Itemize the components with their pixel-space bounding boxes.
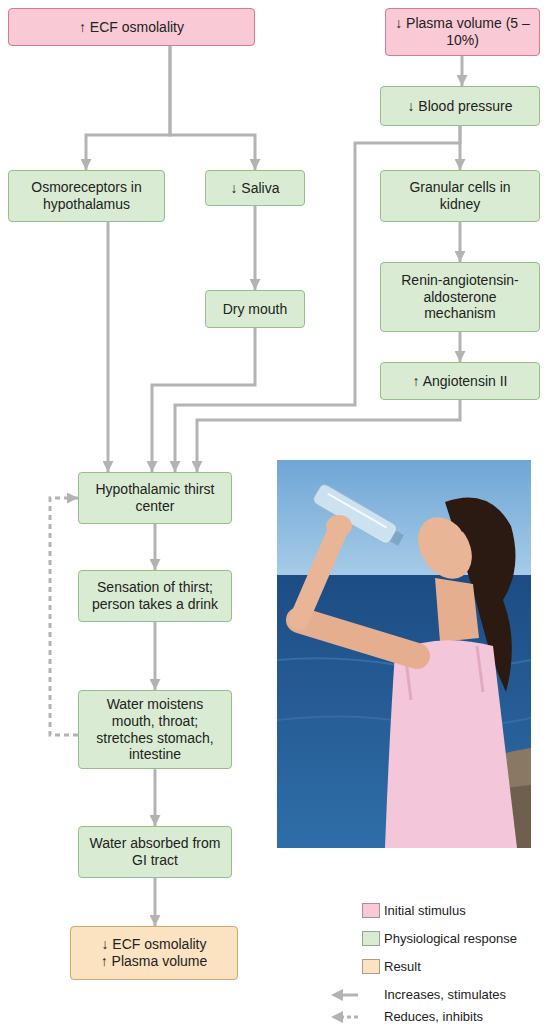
response-box: Water absorbed from GI tract <box>78 826 232 878</box>
stimulate-arrow <box>459 222 462 262</box>
legend-swatch <box>362 931 380 946</box>
response-box: Sensation of thirst; person takes a drin… <box>78 570 232 622</box>
box-text: Dry mouth <box>223 301 288 318</box>
box-text: Water absorbed from GI tract <box>87 835 223 869</box>
response-box: ↓ Saliva <box>205 170 305 206</box>
response-box: Dry mouth <box>205 290 305 328</box>
stimulate-arrow <box>107 222 110 472</box>
box-text: Hypothalamic thirst center <box>87 481 223 515</box>
box-text: ↑ Plasma volume <box>101 953 208 970</box>
response-box: Granular cells in kidney <box>380 170 540 222</box>
box-text: Renin-angiotensin-aldosterone mechanism <box>389 272 531 322</box>
response-box: Osmoreceptors in hypothalamus <box>8 170 165 222</box>
stimulate-arrow <box>154 524 157 570</box>
box-text: ↓ ECF osmolality <box>101 936 206 953</box>
stimulate-arrow <box>154 878 157 926</box>
stimulate-arrow <box>459 332 462 362</box>
legend-swatch <box>362 903 380 918</box>
legend-swatch <box>362 959 380 974</box>
box-text: Granular cells in kidney <box>389 179 531 213</box>
legend-text: Initial stimulus <box>384 903 466 919</box>
response-box: ↑ Angiotensin II <box>380 362 540 400</box>
result-box: ↓ ECF osmolality↑ Plasma volume <box>70 926 238 980</box>
box-text: Osmoreceptors in hypothalamus <box>17 179 156 213</box>
stimulus-box: ↓ Plasma volume (5 –10%) <box>385 8 540 56</box>
box-text: ↓ Plasma volume (5 –10%) <box>394 15 531 49</box>
stimulate-arrow <box>461 56 464 86</box>
legend-text: Result <box>384 959 421 975</box>
box-text: Sensation of thirst; person takes a drin… <box>87 579 223 613</box>
box-text: ↑ ECF osmolality <box>79 19 184 36</box>
stimulate-arrow <box>254 206 257 290</box>
stimulate-arrow <box>197 400 460 472</box>
box-text: Water moistens mouth, throat; stretches … <box>87 696 223 763</box>
box-text: ↓ Saliva <box>230 180 279 197</box>
response-box: ↓ Blood pressure <box>380 86 540 126</box>
legend-text: Reduces, inhibits <box>384 1009 483 1025</box>
stimulate-arrow <box>170 46 255 170</box>
response-box: Renin-angiotensin-aldosterone mechanism <box>380 262 540 332</box>
response-box: Hypothalamic thirst center <box>78 472 232 524</box>
stimulate-arrow <box>86 46 170 170</box>
stimulate-arrow <box>154 622 157 690</box>
stimulate-arrow <box>152 328 255 472</box>
stimulate-arrow <box>154 769 157 826</box>
box-text: ↑ Angiotensin II <box>413 373 508 390</box>
legend-text: Increases, stimulates <box>384 987 506 1003</box>
woman-drinking-photo <box>277 460 531 848</box>
legend-text: Physiological response <box>384 931 517 947</box>
response-box: Water moistens mouth, throat; stretches … <box>78 690 232 769</box>
stimulus-box: ↑ ECF osmolality <box>8 8 255 46</box>
inhibit-arrow <box>50 498 78 735</box>
box-text: ↓ Blood pressure <box>407 98 512 115</box>
